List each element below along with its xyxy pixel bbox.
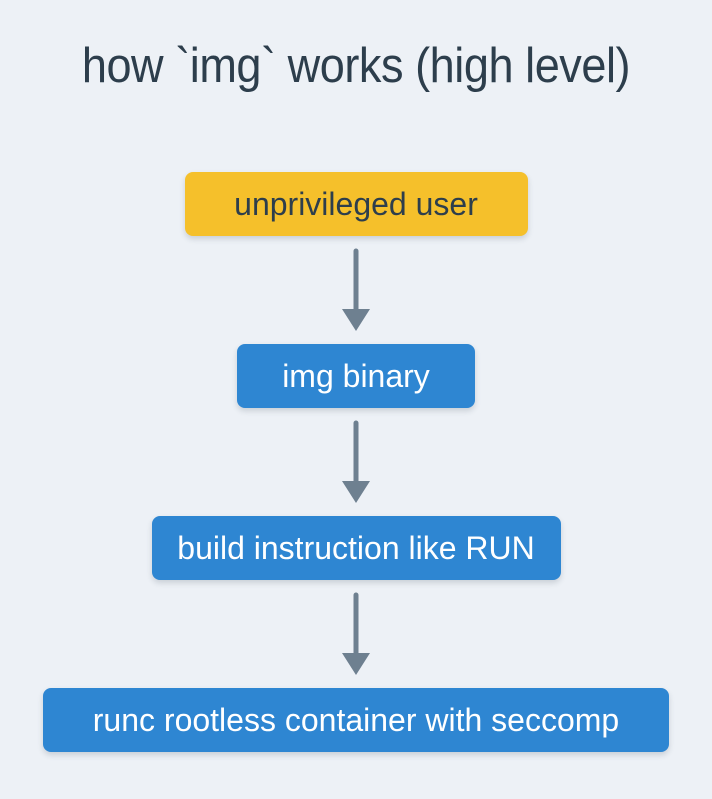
- arrow-down-icon: [342, 592, 370, 676]
- arrow-down-icon: [342, 420, 370, 504]
- arrow-down-icon: [342, 248, 370, 332]
- flow-node-img-binary: img binary: [237, 344, 475, 409]
- flow-node-build-instruction: build instruction like RUN: [151, 516, 561, 581]
- page-title: how `img` works (high level): [81, 39, 631, 93]
- flow-node-unprivileged-user: unprivileged user: [184, 172, 528, 237]
- flow-node-runc-rootless-container: runc rootless container with seccomp: [43, 688, 669, 753]
